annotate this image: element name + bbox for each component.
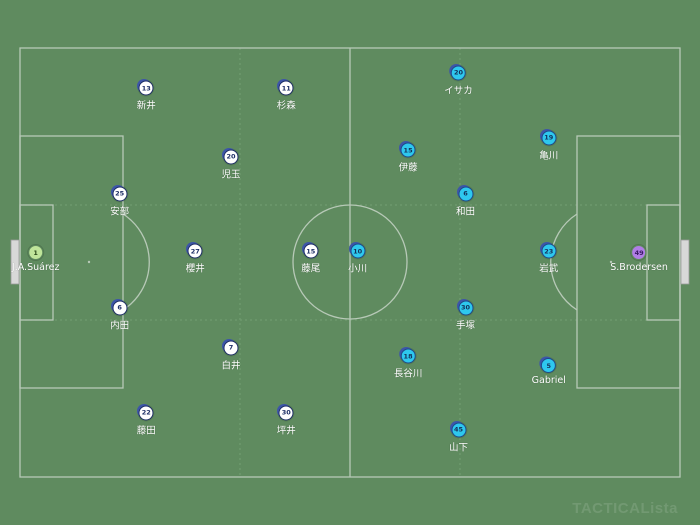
right-goal [680, 239, 690, 285]
player-home-25[interactable]: 25 安部 [110, 186, 129, 217]
player-name-label: 手塚 [455, 320, 476, 332]
left-goal [10, 239, 20, 285]
centre-circle [292, 204, 408, 320]
player-home-22[interactable]: 22 藤田 [137, 405, 156, 436]
player-name-label: 新井 [136, 100, 156, 112]
player-number-badge: 20 [450, 65, 466, 81]
player-number-badge: 6 [457, 186, 473, 202]
player-name-label: 内田 [110, 320, 130, 332]
player-away-19[interactable]: 19 亀川 [539, 130, 558, 161]
player-home-11[interactable]: 11 杉森 [276, 80, 296, 112]
player-name-label: 亀川 [539, 150, 559, 162]
player-number-badge: 30 [457, 300, 473, 316]
player-name-label: 藤尾 [301, 263, 321, 275]
player-number-badge: 23 [541, 243, 557, 259]
player-name-label: Gabriel [531, 375, 566, 387]
player-number-badge: 11 [278, 80, 294, 96]
player-home-20[interactable]: 20 児玉 [221, 149, 241, 181]
player-number-badge: 22 [138, 405, 154, 421]
player-name-label: 和田 [455, 206, 476, 218]
player-number-badge: 30 [278, 405, 294, 421]
left-goal-area [19, 204, 54, 321]
player-home-27[interactable]: 27 櫻井 [185, 243, 205, 275]
player-name-label: 児玉 [221, 169, 241, 181]
player-number-badge: 10 [350, 243, 366, 259]
player-number-badge: 19 [541, 130, 557, 146]
player-away-6[interactable]: 6 和田 [456, 186, 475, 217]
player-number-badge: 5 [541, 358, 557, 374]
player-away-45[interactable]: 45 山下 [449, 422, 468, 453]
player-away-23[interactable]: 23 岩武 [539, 243, 559, 275]
player-home-13[interactable]: 13 新井 [136, 80, 156, 112]
watermark-logo: TACTICALista [572, 500, 678, 517]
player-number-badge: 49 [631, 245, 647, 261]
left-penalty-arc [122, 213, 150, 311]
player-name-label: 坪井 [276, 425, 296, 437]
player-name-label: 櫻井 [185, 263, 205, 275]
player-number-badge: 13 [138, 80, 154, 96]
player-number-badge: 45 [450, 422, 466, 438]
player-away-15[interactable]: 15 伊藤 [398, 142, 418, 174]
right-penalty-arc [550, 213, 578, 311]
player-name-label: 安部 [110, 206, 130, 218]
right-goal-area [646, 204, 681, 321]
player-name-label: 山下 [448, 442, 469, 454]
player-name-label: 小川 [348, 263, 368, 275]
player-name-label: 杉森 [276, 100, 296, 112]
player-away-18[interactable]: 18 長谷川 [393, 348, 423, 380]
right-penalty-spot [609, 260, 613, 264]
left-penalty-spot [87, 260, 91, 264]
player-name-label: 白井 [221, 360, 241, 372]
player-number-badge: 6 [112, 300, 128, 316]
player-name-label: イサカ [444, 85, 473, 97]
player-away-10[interactable]: 10 小川 [348, 243, 368, 275]
player-name-label: S.Brodersen [610, 262, 668, 274]
player-number-badge: 15 [400, 142, 416, 158]
player-home-30[interactable]: 30 坪井 [277, 405, 296, 436]
player-name-label: 伊藤 [398, 162, 418, 174]
player-number-badge: 25 [112, 186, 128, 202]
player-home-15[interactable]: 15 藤尾 [301, 243, 321, 275]
player-number-badge: 7 [223, 340, 239, 356]
player-home-6[interactable]: 6 内田 [110, 300, 129, 331]
player-number-badge: 18 [400, 348, 416, 364]
player-home-7[interactable]: 7 白井 [221, 340, 241, 372]
player-name-label: 藤田 [136, 425, 156, 437]
player-name-label: 岩武 [539, 263, 559, 275]
player-number-badge: 27 [187, 243, 203, 259]
player-away-20[interactable]: 20 イサカ [444, 65, 473, 96]
player-name-label: J.A.Suárez [11, 262, 60, 274]
player-number-badge: 1 [28, 245, 44, 261]
player-away-30[interactable]: 30 手塚 [456, 300, 475, 331]
player-number-badge: 15 [303, 243, 319, 259]
player-number-badge: 20 [223, 149, 239, 165]
player-name-label: 長谷川 [393, 368, 423, 380]
